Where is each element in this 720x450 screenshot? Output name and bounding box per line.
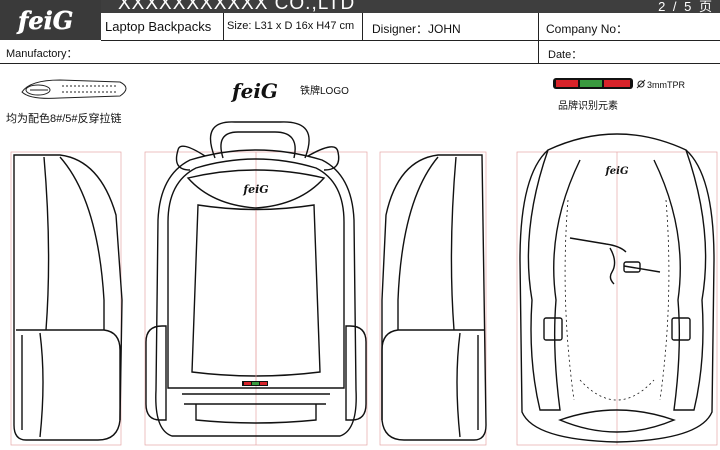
back-view xyxy=(519,133,715,443)
guide-lines xyxy=(10,151,718,446)
date-field: Date： xyxy=(548,49,583,61)
svg-text:feiG: feiG xyxy=(230,79,278,103)
side-view-left xyxy=(13,154,123,441)
table-divider xyxy=(223,13,224,40)
tpr-color-strip xyxy=(553,78,646,89)
header-bar xyxy=(0,0,720,13)
metal-logo-label: 铁牌LOGO xyxy=(300,86,349,97)
metal-logo-icon: feiG xyxy=(230,79,278,103)
company-no-field: Company No： xyxy=(546,22,629,36)
zipper-note: 均为配色8#/5#反穿拉链 xyxy=(6,113,122,125)
brand-element-label: 品牌识别元素 xyxy=(558,101,618,112)
company-name: XXXXXXXXXXX CO.,LTD xyxy=(118,0,356,14)
zipper-puller-icon xyxy=(21,79,127,99)
front-view xyxy=(145,121,367,437)
table-line xyxy=(0,63,720,64)
side-view-right xyxy=(381,154,487,441)
table-divider xyxy=(362,13,363,40)
back-logo: feiG xyxy=(604,166,628,177)
table-line xyxy=(101,40,720,41)
front-tpr-tag xyxy=(242,381,268,386)
brand-logo-icon: feiG xyxy=(16,6,74,36)
manufactory-field: Manufactory： xyxy=(6,48,78,60)
brand-logo-text: feiG xyxy=(16,6,73,35)
front-logo: feiG xyxy=(242,183,268,196)
brand-logo-box: feiG xyxy=(0,0,101,40)
page-indicator: 2 / 5 页 xyxy=(658,0,714,14)
product-name: Laptop Backpacks xyxy=(105,19,212,34)
size-field: Size: L31 x D 16x H47 cm xyxy=(227,20,355,32)
table-divider xyxy=(538,13,539,63)
tpr-label: 3mmTPR xyxy=(647,80,685,90)
designer-field: Disigner：JOHN xyxy=(372,22,461,36)
